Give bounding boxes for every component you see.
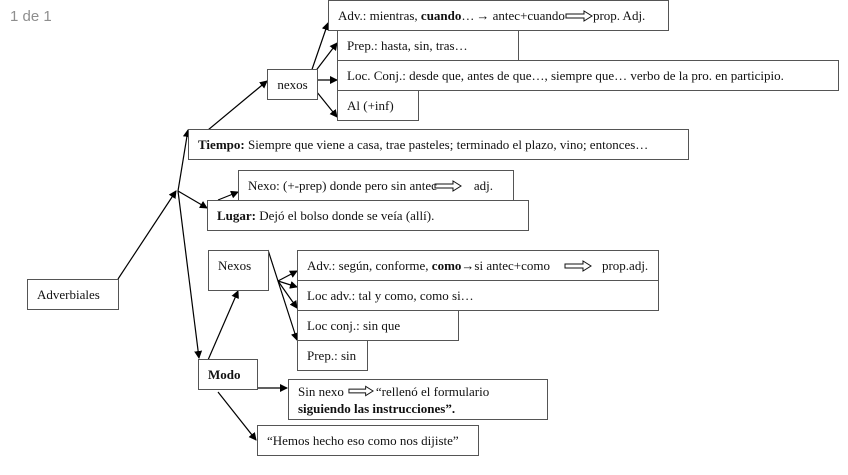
node-lugar-nexo: Nexo: (+-prep) donde pero sin antec adj.	[238, 170, 514, 201]
sinnexo-line1: Sin nexo “rellenó el formulario	[298, 383, 489, 400]
tiempo-adv-mid: …	[461, 7, 475, 23]
modo-label: Modo	[208, 366, 241, 382]
node-modo-locadv: Loc adv.: tal y como, como si…	[297, 280, 659, 311]
node-modo-nexos: Nexos	[208, 250, 269, 291]
arrow-modonexos-line	[267, 249, 299, 341]
node-modo-prep: Prep.: sin	[297, 340, 368, 371]
hollow-right-arrow-icon	[348, 385, 374, 397]
node-tiempo-locconj: Loc. Conj.: desde que, antes de que…, si…	[337, 60, 839, 91]
tiempo-adv-prefix: Adv.: mientras,	[338, 7, 421, 23]
node-adverbiales: Adverbiales	[27, 279, 119, 310]
node-tiempo: Tiempo: Siempre que viene a casa, trae p…	[188, 129, 689, 160]
lugar-label: Lugar:	[217, 207, 256, 223]
tiempo-al-text: Al (+inf)	[347, 97, 394, 113]
hollow-right-arrow-icon	[564, 259, 592, 272]
arrow-lugar-nexo	[217, 190, 239, 201]
node-modo-sinnexo: Sin nexo “rellenó el formulario siguiend…	[288, 379, 548, 420]
page-indicator: 1 de 1	[10, 8, 52, 25]
node-tiempo-adv: Adv.: mientras, cuando … → antec+cuando …	[328, 0, 669, 31]
node-modo-adv: Adv.: según, conforme, como → si antec+c…	[297, 250, 659, 281]
modo-adv-after: si antec+como	[474, 257, 550, 273]
arrow-modonexos-locadv	[277, 280, 298, 289]
node-tiempo-nexos: nexos	[267, 69, 318, 100]
arrow-hub-tiempo	[177, 129, 191, 192]
tiempo-prep-text: Prep.: hasta, sin, tras…	[347, 37, 468, 53]
tiempo-nexos-label: nexos	[277, 76, 308, 92]
tiempo-adv-bold: cuando	[420, 7, 462, 23]
tiempo-adv-after: antec+cuando	[489, 7, 565, 23]
modo-example-text: “Hemos hecho eso como nos dijiste”	[267, 432, 459, 448]
lugar-nexo-text: Nexo: (+-prep) donde pero sin antec	[248, 177, 437, 193]
right-arrow-icon: →	[476, 7, 490, 23]
tiempo-locconj-text: Loc. Conj.: desde que, antes de que…, si…	[347, 67, 784, 83]
lugar-nexo-result: adj.	[473, 177, 494, 193]
hollow-right-arrow-icon	[434, 179, 462, 192]
sinnexo-label: Sin nexo	[298, 383, 344, 399]
sinnexo-text-line1: “rellenó el formulario	[375, 383, 490, 399]
modo-locconj-text: Loc conj.: sin que	[307, 317, 401, 333]
arrow-hub-lugar	[177, 190, 208, 209]
modo-prep-text: Prep.: sin	[307, 347, 357, 363]
node-modo: Modo	[198, 359, 258, 390]
node-modo-locconj: Loc conj.: sin que	[297, 310, 459, 341]
node-modo-example: “Hemos hecho eso como nos dijiste”	[257, 425, 479, 456]
lugar-example: Dejó el bolso donde se veía (allí).	[256, 207, 435, 223]
tiempo-adv-result: prop. Adj.	[592, 7, 646, 23]
arrow-hub-modo	[177, 190, 203, 359]
arrow-tiempo-nexos	[207, 80, 268, 131]
modo-adv-bold: como	[431, 257, 462, 273]
modo-nexos-label: Nexos	[218, 258, 252, 273]
tiempo-label: Tiempo:	[198, 136, 245, 152]
arrow-modonexos-locconj	[277, 280, 298, 309]
arrow-modo-ejemplo	[217, 391, 257, 441]
arrow-modo-nexos	[207, 290, 239, 361]
node-lugar: Lugar: Dejó el bolso donde se veía (allí…	[207, 200, 529, 231]
node-tiempo-prep: Prep.: hasta, sin, tras…	[337, 30, 519, 61]
modo-adv-prefix: Adv.: según, conforme,	[307, 257, 432, 273]
sinnexo-text-line2: siguiendo las instrucciones”.	[298, 400, 456, 416]
arrow-modonexos-adv	[277, 270, 298, 282]
hollow-right-arrow-icon	[565, 9, 593, 22]
modo-locadv-text: Loc adv.: tal y como, como si…	[307, 287, 474, 303]
arrow-adverbiales-hub	[117, 190, 177, 280]
right-arrow-icon: →	[461, 257, 475, 273]
modo-adv-result: prop.adj.	[601, 257, 649, 273]
node-adverbiales-label: Adverbiales	[37, 286, 100, 302]
tiempo-example: Siempre que viene a casa, trae pasteles;…	[244, 136, 649, 152]
node-tiempo-al: Al (+inf)	[337, 90, 419, 121]
